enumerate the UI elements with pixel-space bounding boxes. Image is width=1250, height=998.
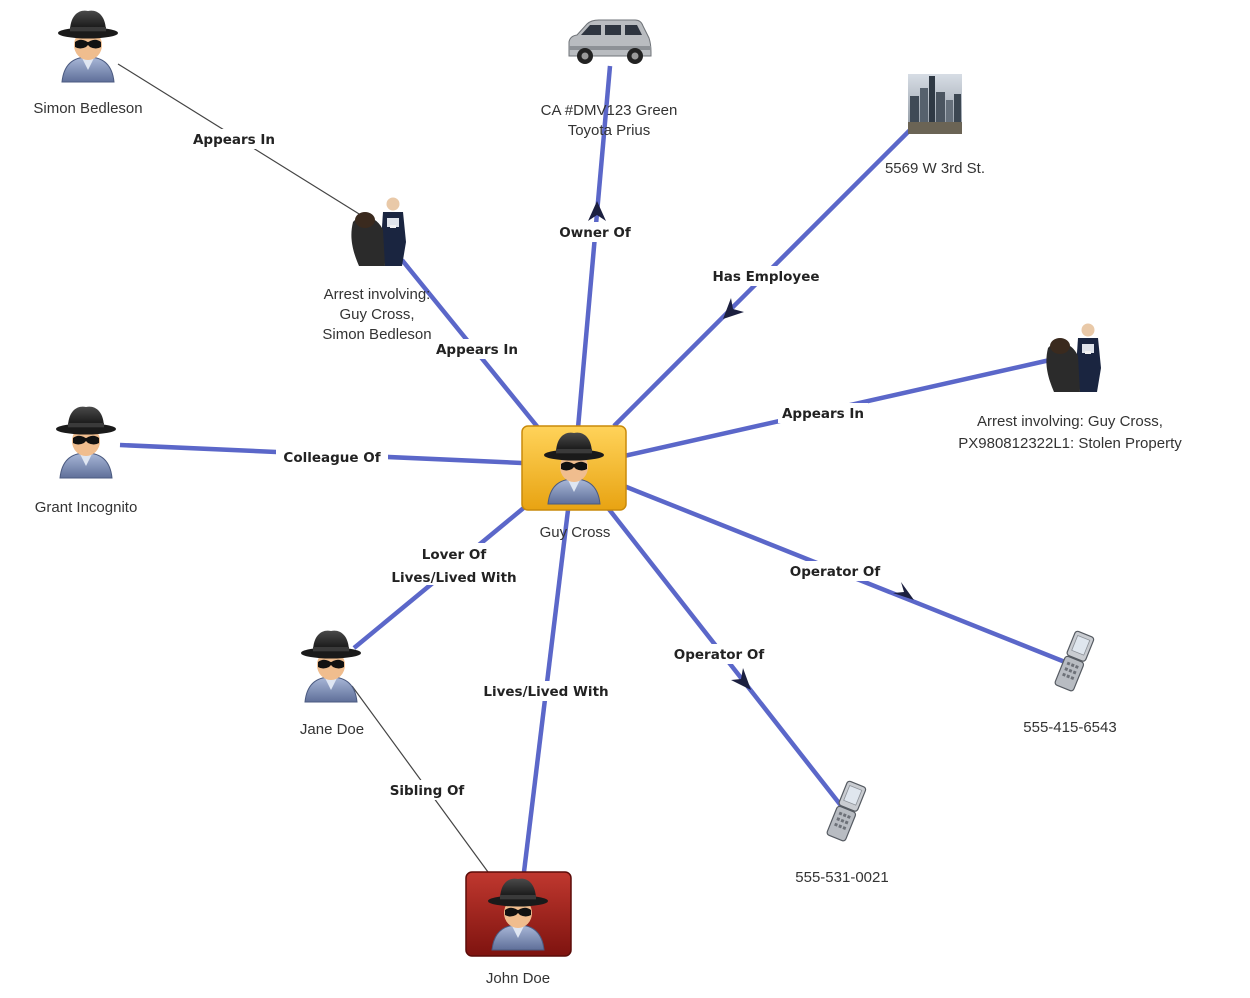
node-label: Arrest involving: Guy Cross, [977,413,1163,430]
edge-label-operator-of-2: Operator Of [672,644,766,664]
node-label: Guy Cross [540,524,611,541]
edge-guy-to-car[interactable] [575,65,613,429]
spy-icon [57,10,119,83]
edge-label-lover-of: Lover Of Lives/Lived With [388,543,520,586]
edge-label-appears-in-3: Appears In [778,403,868,423]
edge-jane-to-john[interactable] [351,685,489,873]
node-label: 555-415-6543 [1023,719,1116,736]
node-john-doe[interactable]: John Doe [465,871,572,987]
node-address[interactable]: 5569 W 3rd St. [885,74,985,177]
arrow-operator-of-2 [731,668,751,690]
edge-label-has-employee: Has Employee [708,266,824,286]
node-phone-1[interactable]: 555-415-6543 [1023,629,1117,736]
svg-text:Has Employee: Has Employee [712,269,819,285]
node-label: John Doe [486,970,550,987]
node-grant-incognito[interactable]: Grant Incognito [35,406,138,516]
node-label: Simon Bedleson [322,326,431,343]
node-label: Toyota Prius [568,122,651,139]
svg-text:Appears In: Appears In [193,132,275,148]
svg-text:Operator Of: Operator Of [674,647,765,663]
node-label: Guy Cross, [339,306,414,323]
svg-text:Lover Of: Lover Of [422,547,487,563]
node-car[interactable]: CA #DMV123 Green Toyota Prius [541,19,678,139]
svg-text:Owner Of: Owner Of [559,225,631,241]
arrest-icon [351,197,406,266]
arrow-owner-of [588,201,606,221]
node-label: Arrest involving: [324,286,431,303]
node-label: 555-531-0021 [795,869,888,886]
node-guy-cross[interactable]: Guy Cross [521,425,627,541]
svg-text:Sibling Of: Sibling Of [390,783,465,799]
edge-labels: Appears In Appears In Owner Of Has Emplo… [190,129,882,800]
svg-text:Lives/Lived With: Lives/Lived With [483,684,608,700]
arrow-has-employee [723,298,744,319]
edge-label-appears-in-2: Appears In [432,339,522,359]
svg-text:Appears In: Appears In [782,406,864,422]
edge-label-operator-of-1: Operator Of [788,561,882,581]
nodes: Simon Bedleson CA #DMV123 Green Toyota P… [33,10,1182,987]
svg-text:Colleague Of: Colleague Of [283,450,380,466]
node-label: PX980812322L1: Stolen Property [958,435,1182,452]
node-label: Simon Bedleson [33,100,142,117]
edge-label-sibling-of: Sibling Of [384,780,470,800]
node-label: 5569 W 3rd St. [885,160,985,177]
edge-label-appears-in-1: Appears In [190,129,278,149]
node-arrest-2[interactable]: Arrest involving: Guy Cross, PX980812322… [958,323,1182,453]
node-label: Grant Incognito [35,499,138,516]
arrow-operator-of-1 [893,582,914,600]
svg-text:Appears In: Appears In [436,342,518,358]
node-simon-bedleson[interactable]: Simon Bedleson [33,10,143,117]
spy-icon [55,406,117,479]
node-arrest-1[interactable]: Arrest involving: Guy Cross, Simon Bedle… [322,197,432,344]
edge-label-lives-with: Lives/Lived With [480,681,612,701]
arrest-icon [1046,323,1101,392]
city-skyline-icon [908,74,962,134]
node-label: Jane Doe [300,721,364,738]
node-label: CA #DMV123 Green [541,102,678,119]
svg-text:Operator Of: Operator Of [790,564,881,580]
suv-icon [568,19,652,65]
node-phone-2[interactable]: 555-531-0021 [795,779,889,886]
node-jane-doe[interactable]: Jane Doe [300,630,364,738]
svg-text:Lives/Lived With: Lives/Lived With [391,570,516,586]
edge-label-colleague-of: Colleague Of [276,447,388,467]
edge-label-owner-of: Owner Of [556,222,634,242]
flip-phone-icon [825,779,868,843]
spy-icon [300,630,362,703]
